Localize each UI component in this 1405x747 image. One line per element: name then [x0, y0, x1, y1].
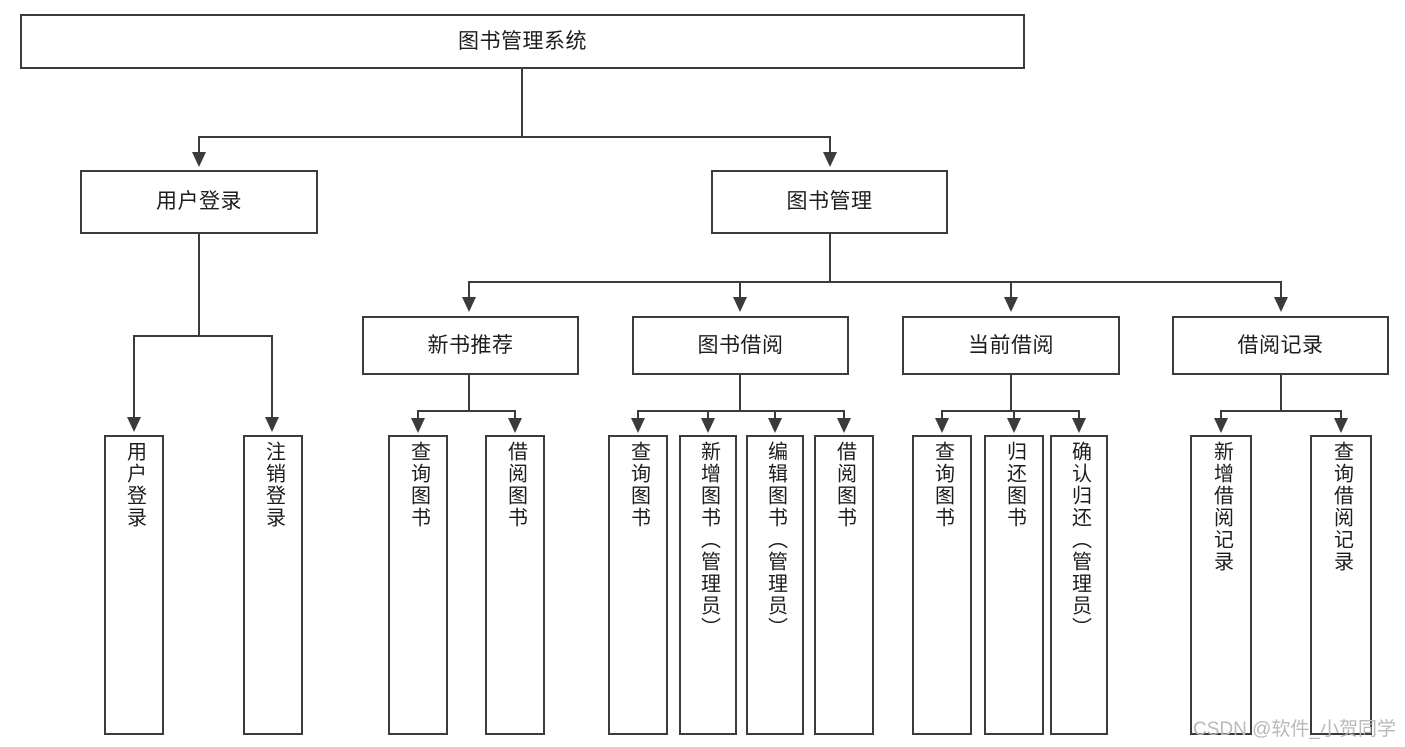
arrow-book-mgmt-to-records — [1274, 297, 1288, 312]
node-label: 借阅图书 — [504, 441, 527, 529]
arrow-root-to-book-mgmt — [823, 152, 837, 167]
connector-borrow-stem — [739, 375, 741, 411]
node-label: 当前借阅 — [968, 333, 1054, 357]
connector-book-mgmt-to-records — [1280, 281, 1282, 299]
connector-records-bus — [1220, 410, 1341, 412]
connector-new-books-to-leaf-0 — [417, 410, 419, 420]
node-leaf-add-book-admin[interactable]: 新增图书（管理员） — [679, 435, 737, 735]
arrow-new-books-to-leaf-0 — [411, 418, 425, 433]
node-label: 用户登录 — [156, 190, 242, 214]
connector-borrow-bus — [637, 410, 844, 412]
arrow-book-mgmt-to-borrow — [733, 297, 747, 312]
connector-current-to-leaf-2 — [1078, 410, 1080, 420]
arrow-book-mgmt-to-new-books — [462, 297, 476, 312]
node-book-borrow[interactable]: 图书借阅 — [632, 316, 849, 375]
node-current-borrow[interactable]: 当前借阅 — [902, 316, 1120, 375]
arrow-user-login-to-leaf-1 — [265, 417, 279, 432]
connector-user-login-stem — [198, 234, 200, 336]
node-book-management[interactable]: 图书管理 — [711, 170, 948, 234]
node-leaf-borrow-books-recommend[interactable]: 借阅图书 — [485, 435, 545, 735]
connector-records-to-leaf-1 — [1340, 410, 1342, 420]
connector-root-to-book-mgmt — [829, 136, 831, 155]
connector-book-mgmt-to-current — [1010, 281, 1012, 299]
connector-borrow-to-leaf-3 — [843, 410, 845, 420]
connector-current-bus — [941, 410, 1079, 412]
connector-root-bus — [198, 136, 830, 138]
arrow-current-to-leaf-2 — [1072, 418, 1086, 433]
connector-user-login-to-leaf-0 — [133, 335, 135, 419]
node-user-login[interactable]: 用户登录 — [80, 170, 318, 234]
node-label: 图书管理 — [786, 190, 873, 214]
node-new-book-recommend[interactable]: 新书推荐 — [362, 316, 579, 375]
arrow-new-books-to-leaf-1 — [508, 418, 522, 433]
node-label: 编辑图书（管理员） — [764, 441, 787, 639]
connector-user-login-bus — [133, 335, 271, 337]
node-label: 注销登录 — [262, 441, 285, 529]
arrow-borrow-to-leaf-0 — [631, 418, 645, 433]
arrow-current-to-leaf-0 — [935, 418, 949, 433]
node-label: 查询图书 — [627, 441, 650, 529]
connector-root-to-user-login — [198, 136, 200, 155]
node-leaf-return-books[interactable]: 归还图书 — [984, 435, 1044, 735]
connector-borrow-to-leaf-0 — [637, 410, 639, 420]
node-leaf-edit-book-admin[interactable]: 编辑图书（管理员） — [746, 435, 804, 735]
arrow-borrow-to-leaf-1 — [701, 418, 715, 433]
arrow-records-to-leaf-0 — [1214, 418, 1228, 433]
arrow-borrow-to-leaf-3 — [837, 418, 851, 433]
node-label: 图书管理系统 — [458, 29, 587, 53]
node-label: 借阅图书 — [833, 441, 856, 529]
node-label: 新书推荐 — [427, 333, 514, 357]
connector-current-to-leaf-0 — [941, 410, 943, 420]
arrow-borrow-to-leaf-2 — [768, 418, 782, 433]
arrow-root-to-user-login — [192, 152, 206, 167]
node-system-root[interactable]: 图书管理系统 — [20, 14, 1025, 69]
connector-book-mgmt-bus — [468, 281, 1280, 283]
connector-new-books-bus — [417, 410, 516, 412]
arrow-records-to-leaf-1 — [1334, 418, 1348, 433]
node-leaf-borrow-books[interactable]: 借阅图书 — [814, 435, 874, 735]
node-leaf-query-books-current[interactable]: 查询图书 — [912, 435, 972, 735]
node-label: 查询借阅记录 — [1330, 441, 1353, 573]
connector-book-mgmt-to-new-books — [468, 281, 470, 299]
node-borrow-records[interactable]: 借阅记录 — [1172, 316, 1389, 375]
node-label: 新增借阅记录 — [1210, 441, 1233, 573]
node-leaf-confirm-return-admin[interactable]: 确认归还（管理员） — [1050, 435, 1108, 735]
arrow-book-mgmt-to-current — [1004, 297, 1018, 312]
node-leaf-query-books-recommend[interactable]: 查询图书 — [388, 435, 448, 735]
node-label: 用户登录 — [123, 441, 146, 529]
node-label: 归还图书 — [1003, 441, 1026, 529]
arrow-current-to-leaf-1 — [1007, 418, 1021, 433]
node-leaf-query-books-borrow[interactable]: 查询图书 — [608, 435, 668, 735]
connector-book-mgmt-to-borrow — [739, 281, 741, 299]
node-label: 查询图书 — [931, 441, 954, 529]
connector-root-stem — [521, 69, 523, 137]
node-leaf-user-login[interactable]: 用户登录 — [104, 435, 164, 735]
node-label: 图书借阅 — [697, 333, 784, 357]
arrow-user-login-to-leaf-0 — [127, 417, 141, 432]
connector-records-to-leaf-0 — [1220, 410, 1222, 420]
node-label: 新增图书（管理员） — [697, 441, 720, 639]
connector-current-stem — [1010, 375, 1012, 411]
connector-records-stem — [1280, 375, 1282, 411]
node-leaf-logout[interactable]: 注销登录 — [243, 435, 303, 735]
node-label: 确认归还（管理员） — [1068, 441, 1091, 639]
connector-new-books-stem — [468, 375, 470, 411]
connector-borrow-to-leaf-2 — [774, 410, 776, 420]
node-label: 查询图书 — [407, 441, 430, 529]
node-leaf-query-borrow-record[interactable]: 查询借阅记录 — [1310, 435, 1372, 735]
connector-new-books-to-leaf-1 — [514, 410, 516, 420]
node-leaf-add-borrow-record[interactable]: 新增借阅记录 — [1190, 435, 1252, 735]
connector-borrow-to-leaf-1 — [707, 410, 709, 420]
connector-book-mgmt-stem — [829, 234, 831, 282]
connector-user-login-to-leaf-1 — [271, 335, 273, 419]
node-label: 借阅记录 — [1237, 333, 1324, 357]
connector-current-to-leaf-1 — [1013, 410, 1015, 420]
